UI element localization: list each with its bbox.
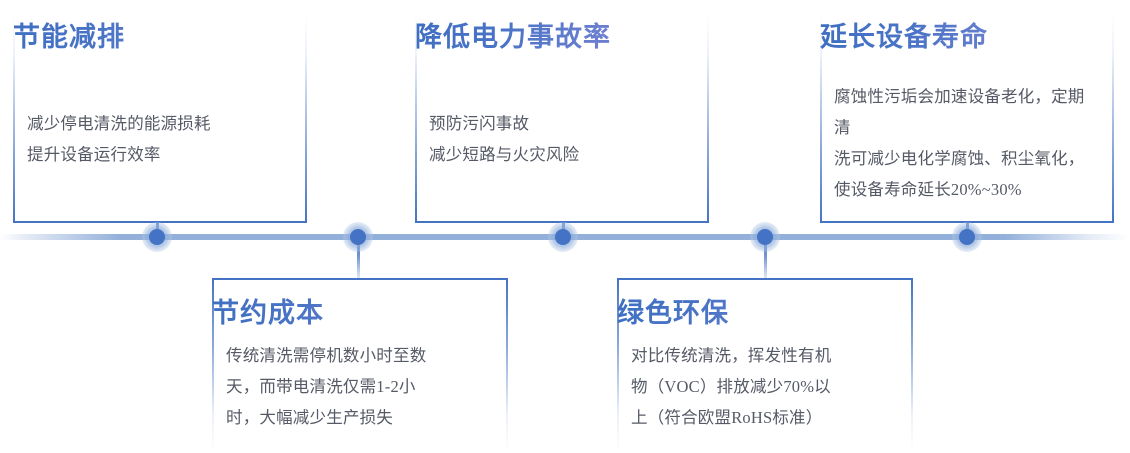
node-dot-icon	[350, 229, 366, 245]
card-body-line: 天，而带电清洗仅需1-2小	[226, 377, 416, 396]
card-right-edge	[1112, 13, 1114, 223]
card-body-line: 对比传统清洗，挥发性有机	[631, 346, 832, 365]
card-title-2: 节约成本	[212, 298, 508, 329]
card-body-line: 预防污闪事故	[429, 114, 530, 133]
node-dot-icon	[149, 229, 165, 245]
card-body-line: 减少停电清洗的能源损耗	[27, 114, 211, 133]
card-right-edge	[707, 13, 709, 223]
card-title-5: 延长设备寿命	[820, 22, 1114, 53]
card-body-line: 物（VOC）排放减少70%以	[631, 377, 831, 396]
card-title-4: 绿色环保	[617, 298, 913, 329]
card-body-3: 预防污闪事故 减少短路与火灾风险	[415, 108, 709, 170]
card-right-edge	[506, 278, 508, 453]
card-top-bar	[617, 278, 913, 280]
card-body-line: 腐蚀性污垢会加速设备老化，定期清	[834, 87, 1085, 137]
card-top-bar	[212, 278, 508, 280]
connector-stem-node-2	[356, 237, 360, 285]
card-right-edge	[911, 278, 913, 453]
card-right-edge	[305, 13, 307, 223]
timeline-card-5[interactable]: 延长设备寿命 腐蚀性污垢会加速设备老化，定期清 洗可减少电化学腐蚀、积尘氧化， …	[820, 13, 1114, 223]
card-left-edge	[212, 278, 214, 453]
node-dot-icon	[959, 229, 975, 245]
card-body-2: 传统清洗需停机数小时至数 天，而带电清洗仅需1-2小 时，大幅减少生产损失	[212, 340, 508, 433]
card-left-edge	[415, 13, 417, 223]
card-left-edge	[13, 13, 15, 223]
connector-stem-node-4	[763, 237, 767, 285]
card-body-line: 减少短路与火灾风险	[429, 145, 580, 164]
timeline-card-2[interactable]: 节约成本 传统清洗需停机数小时至数 天，而带电清洗仅需1-2小 时，大幅减少生产…	[212, 278, 508, 453]
card-body-line: 使设备寿命延长20%~30%	[834, 180, 1022, 199]
node-dot-icon	[757, 229, 773, 245]
card-body-line: 传统清洗需停机数小时至数	[226, 346, 427, 365]
timeline-card-4[interactable]: 绿色环保 对比传统清洗，挥发性有机 物（VOC）排放减少70%以 上（符合欧盟R…	[617, 278, 913, 453]
timeline-card-1[interactable]: 节能减排 减少停电清洗的能源损耗 提升设备运行效率	[13, 13, 307, 223]
card-body-line: 洗可减少电化学腐蚀、积尘氧化，	[834, 149, 1085, 168]
card-body-line: 上（符合欧盟RoHS标准）	[631, 408, 823, 427]
node-dot-icon	[555, 229, 571, 245]
card-body-line: 时，大幅减少生产损失	[226, 408, 393, 427]
card-body-line: 提升设备运行效率	[27, 145, 161, 164]
timeline-card-3[interactable]: 降低电力事故率 预防污闪事故 减少短路与火灾风险	[415, 13, 709, 223]
card-body-4: 对比传统清洗，挥发性有机 物（VOC）排放减少70%以 上（符合欧盟RoHS标准…	[617, 340, 913, 433]
card-left-edge	[820, 13, 822, 223]
card-title-3: 降低电力事故率	[415, 22, 709, 53]
card-body-5: 腐蚀性污垢会加速设备老化，定期清 洗可减少电化学腐蚀、积尘氧化， 使设备寿命延长…	[820, 81, 1114, 205]
card-left-edge	[617, 278, 619, 453]
card-body-1: 减少停电清洗的能源损耗 提升设备运行效率	[13, 108, 307, 170]
card-title-1: 节能减排	[13, 22, 307, 53]
